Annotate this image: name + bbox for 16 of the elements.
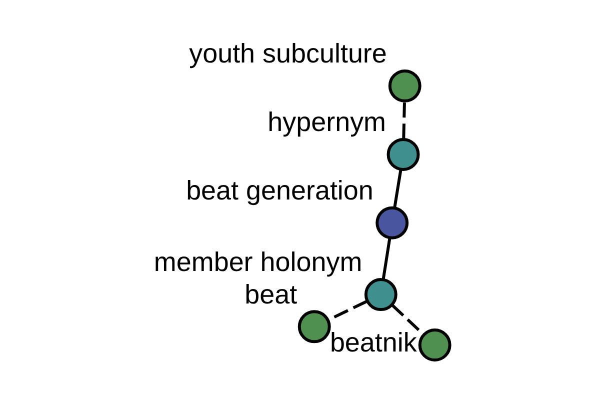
connector (328, 300, 368, 321)
node-label: beat generation (186, 174, 374, 205)
connector (382, 237, 392, 280)
node-circle (418, 328, 452, 362)
connector (393, 168, 402, 207)
node-label: member holonym (154, 246, 362, 277)
connector (402, 101, 406, 138)
node-circle (376, 206, 409, 239)
node-circle (386, 137, 420, 170)
node-label: hypernym (268, 106, 386, 137)
node-circle (364, 278, 398, 311)
node-label: youth subculture (189, 38, 387, 68)
node-label: beat (244, 278, 298, 309)
node-label: beatnik (330, 327, 417, 358)
node-circle (298, 310, 331, 343)
node-circle (388, 68, 422, 102)
